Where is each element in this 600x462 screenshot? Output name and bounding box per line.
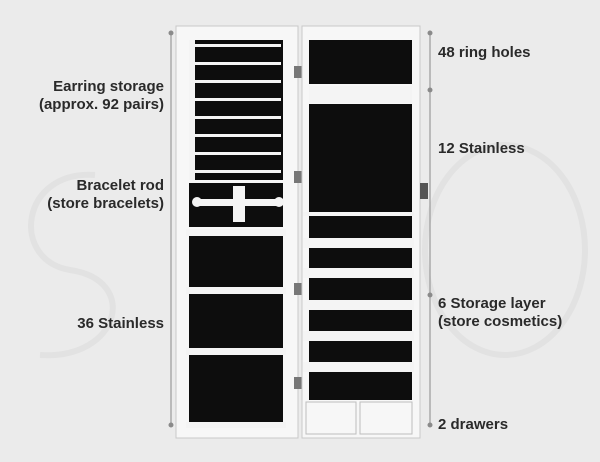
bracelet-rod — [192, 186, 284, 222]
watermark-logo — [28, 142, 588, 359]
ring-holder-bar — [309, 86, 412, 103]
lock-icon — [420, 183, 428, 199]
cabinet-door-left — [175, 25, 302, 439]
ring-holder-area — [309, 40, 412, 84]
callout-6-storage-layer: 6 Storage layer (store cosmetics) — [438, 295, 563, 330]
callout-48-ring-holes: 48 ring holes — [438, 44, 531, 61]
stainless-hook-panel — [189, 230, 283, 425]
earring-panel — [189, 40, 283, 180]
earring-slats — [195, 44, 281, 173]
left-dimension-line — [168, 30, 174, 428]
callout-36-stainless: 36 Stainless — [77, 315, 164, 332]
callout-2-drawers: 2 drawers — [438, 416, 509, 433]
hook-rows — [186, 229, 286, 355]
callout-earring-storage: Earring storage (approx. 92 pairs) — [38, 78, 164, 113]
cabinet-body-right — [301, 25, 428, 439]
hinges — [294, 66, 302, 389]
right-dimension-line — [427, 30, 433, 428]
drawers — [305, 401, 413, 435]
callout-bracelet-rod: Bracelet rod (store bracelets) — [47, 177, 164, 212]
shelf-bars — [303, 212, 414, 372]
necklace-panel — [309, 104, 412, 212]
callout-12-stainless: 12 Stainless — [438, 140, 525, 157]
